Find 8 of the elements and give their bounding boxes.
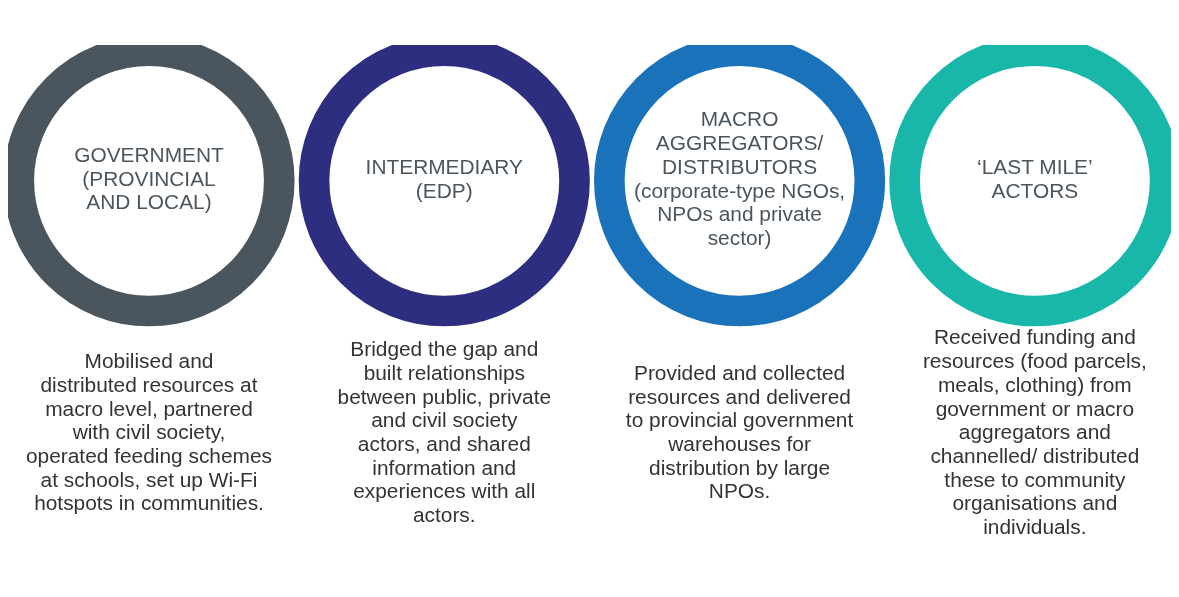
node-label: Provided and collected resources and delivered to provincial government warehouses for distribution by large NPOs. <box>625 360 854 503</box>
node-circle: GOVERNMENT (PROVINCIAL AND LOCAL) <box>8 45 295 327</box>
node-circle: MACRO AGGREGATORS/ DISTRIBUTORS (corporate-type NGOs, NPOs and private sector) <box>594 45 886 327</box>
node-label: Mobilised and distributed resources at macro level, partnered with civil society, operated feeding schemes at schools, set up Wi-Fi hotspots in communities. <box>25 349 273 515</box>
node-circle: INTERMEDIARY (EDP) <box>298 45 590 327</box>
node-label: Received funding and resources (food parcels, meals, clothing) from government or macro aggregators and channelled/ distributed these to community organisations and individuals. <box>922 325 1147 538</box>
node-label: Bridged the gap and built relationships between public, private and civil society actors, and shared information and experiences with all actors. <box>337 337 552 527</box>
node-circle: ‘LAST MILE’ ACTORS <box>889 45 1171 327</box>
